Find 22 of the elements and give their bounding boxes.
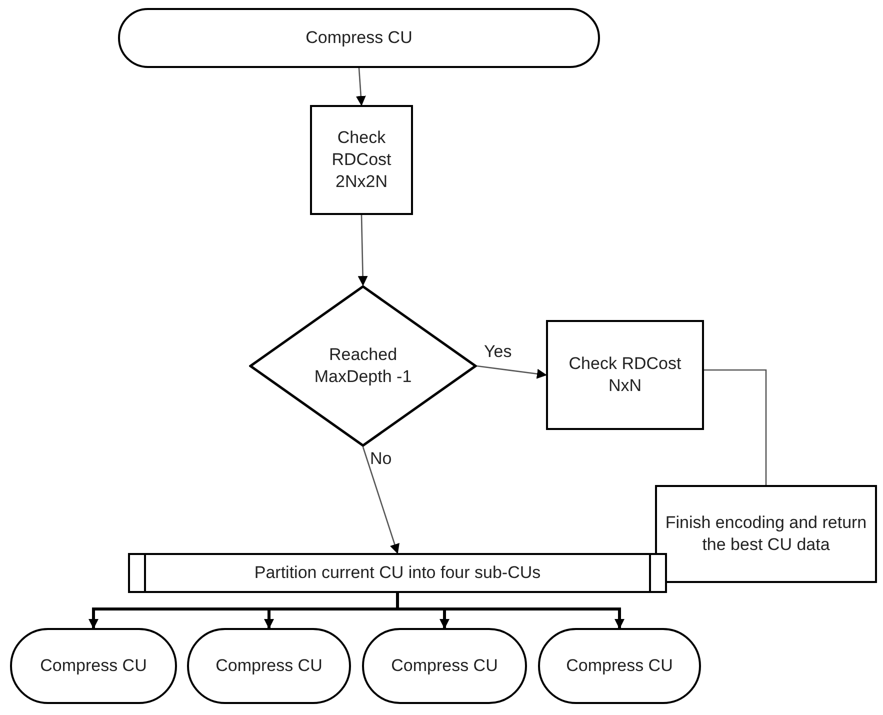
edge-label: Yes xyxy=(484,343,512,360)
node-text: Reached MaxDepth -1 xyxy=(313,344,413,388)
arrow xyxy=(356,68,366,106)
process-box xyxy=(655,485,877,583)
decision-diamond xyxy=(249,285,477,447)
arrow xyxy=(396,593,624,629)
edge-label: No xyxy=(370,450,392,467)
node-text: Check RDCost 2Nx2N xyxy=(330,126,392,194)
arrow xyxy=(362,446,400,554)
process-box xyxy=(310,105,413,215)
node-text: Compress CU xyxy=(566,654,673,677)
arrow xyxy=(358,214,368,286)
node-text: Partition current CU into four sub-CUs xyxy=(254,562,541,584)
process-box xyxy=(546,320,704,430)
arrow xyxy=(476,365,547,379)
predefined-process-box xyxy=(128,553,667,593)
node-text: Compress CU xyxy=(216,654,322,677)
node-text: Finish encoding and return the best CU data xyxy=(665,512,867,556)
node-text: Check RDCost NxN xyxy=(568,352,682,397)
node-text: Compress CU xyxy=(306,26,412,49)
node-text: Compress CU xyxy=(391,654,498,677)
node-text: Compress CU xyxy=(40,654,147,677)
